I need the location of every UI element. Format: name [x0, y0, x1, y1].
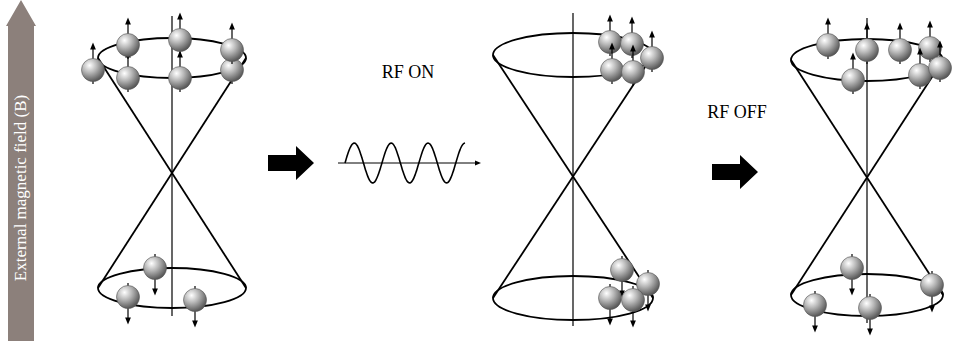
- nuclear-spin: [842, 56, 865, 94]
- block-arrow: [712, 155, 758, 189]
- nuclear-spin: [622, 286, 645, 324]
- nuclear-spin: [909, 51, 932, 89]
- rf-wave: [345, 143, 465, 183]
- nuclear-spin: [117, 283, 140, 321]
- precession-cone: [791, 18, 943, 323]
- precession-cone: [98, 16, 246, 316]
- nuclear-spin: [804, 291, 827, 329]
- nuclear-spin: [184, 286, 207, 324]
- nuclear-spin: [599, 284, 622, 322]
- nuclear-spin: [889, 26, 912, 64]
- nuclear-spin: [856, 26, 879, 64]
- nuclear-spin: [929, 44, 952, 82]
- nuclear-spin: [641, 34, 664, 72]
- block-arrow: [268, 146, 314, 180]
- nuclear-spin: [221, 26, 244, 64]
- precession-cone: [493, 13, 653, 326]
- nuclear-spin: [169, 16, 192, 54]
- field-label: External magnetic field (B): [11, 94, 31, 280]
- nuclear-spin: [921, 271, 944, 309]
- nuclear-spin: [919, 24, 942, 62]
- rf-label: RF OFF: [707, 102, 767, 123]
- axis-arrow: [338, 163, 478, 164]
- nuclear-spin: [117, 54, 140, 92]
- nuclear-spin: [117, 21, 140, 59]
- nuclear-spin: [599, 18, 622, 56]
- rf-label: RF ON: [382, 62, 435, 83]
- nuclear-spin: [621, 20, 644, 58]
- field-arrow: External magnetic field (B): [6, 0, 36, 341]
- nuclear-spin: [169, 54, 192, 92]
- nuclear-spin: [82, 46, 105, 84]
- nuclear-spin: [841, 254, 864, 292]
- nuclear-spin: [144, 254, 167, 292]
- nuclear-spin: [817, 21, 840, 59]
- nuclear-spin: [859, 294, 882, 332]
- nuclear-spin: [601, 46, 624, 84]
